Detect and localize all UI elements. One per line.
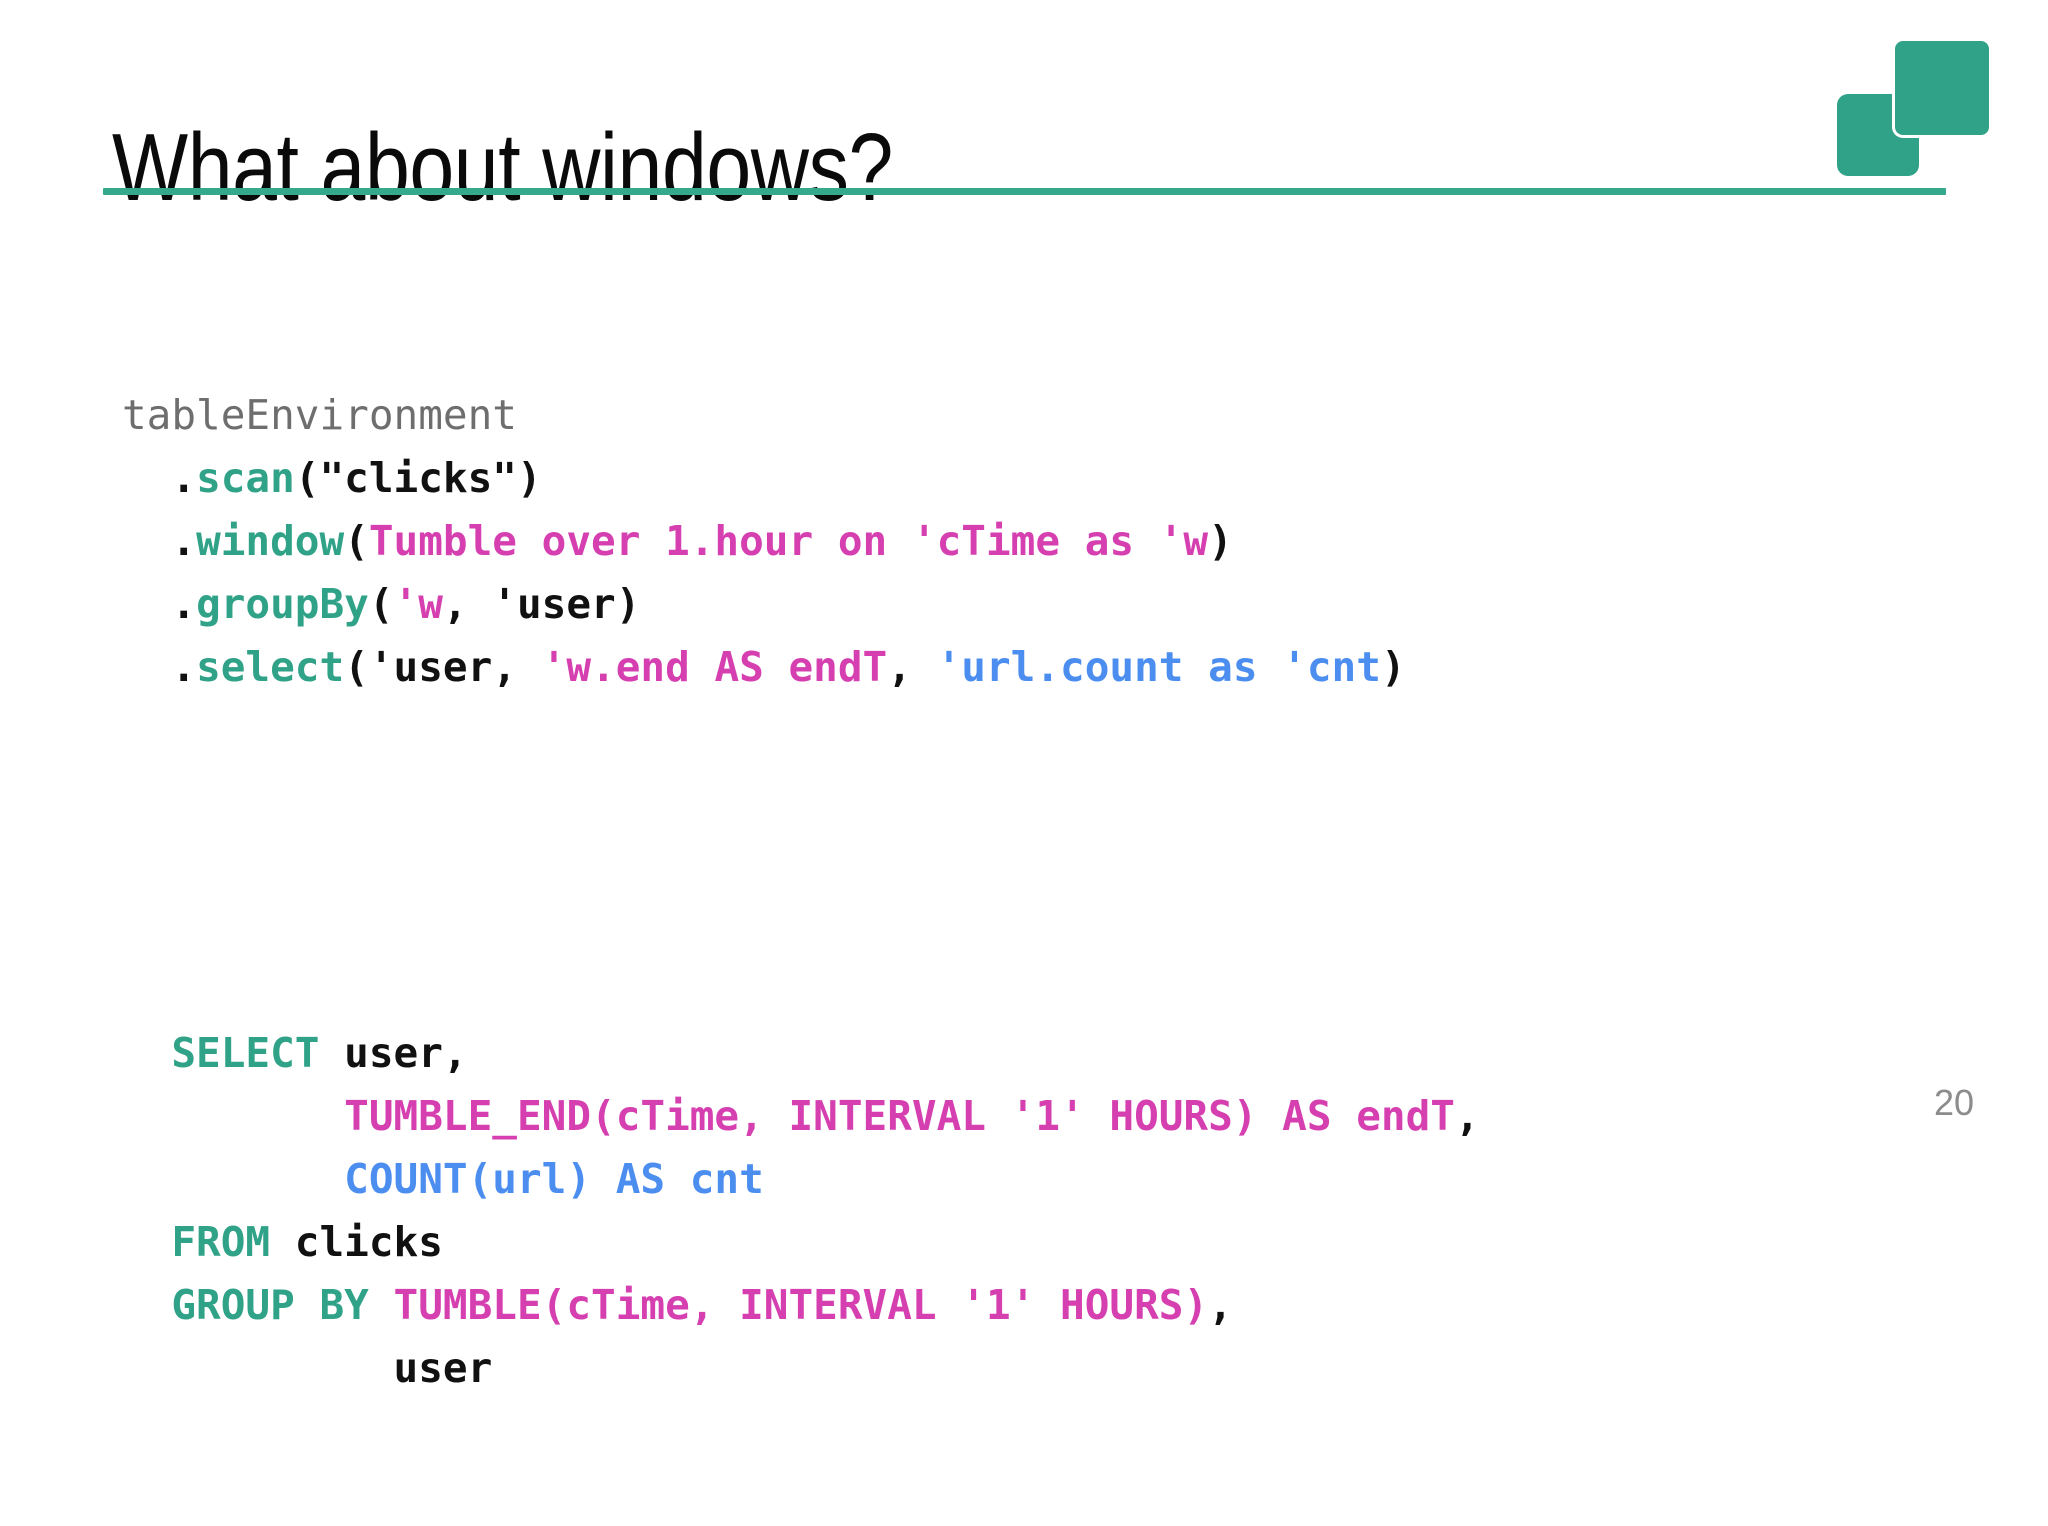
code-token: , [887, 643, 937, 691]
code-token: groupBy [196, 580, 369, 628]
code-token: COUNT(url) AS cnt [344, 1155, 764, 1203]
code-token: . [122, 643, 197, 691]
brand-logo [1837, 38, 1992, 176]
code-block: tableEnvironment .scan("clicks") .window… [122, 258, 1942, 1526]
code-token: . [122, 517, 197, 565]
code-line: .scan("clicks") [122, 447, 1942, 510]
code-token: ( [344, 517, 369, 565]
code-token: TUMBLE(cTime, INTERVAL '1' HOURS) [393, 1281, 1209, 1329]
code-token: . [122, 454, 197, 502]
code-line: .window(Tumble over 1.hour on 'cTime as … [122, 510, 1942, 573]
code-line: user [122, 1337, 1942, 1400]
code-token: user, [319, 1029, 468, 1077]
table-api-code-snippet: tableEnvironment .scan("clicks") .window… [122, 384, 1942, 699]
code-line: TUMBLE_END(cTime, INTERVAL '1' HOURS) AS… [122, 1085, 1942, 1148]
code-line: COUNT(url) AS cnt [122, 1148, 1942, 1211]
code-token: ) [1380, 643, 1406, 691]
title-underline-rule [103, 188, 1946, 195]
code-spacer [122, 825, 1942, 888]
code-line: tableEnvironment [122, 384, 1942, 447]
code-token: GROUP BY [171, 1281, 394, 1329]
code-token: TUMBLE_END(cTime, INTERVAL '1' HOURS) AS… [344, 1092, 1455, 1140]
code-line: GROUP BY TUMBLE(cTime, INTERVAL '1' HOUR… [122, 1274, 1942, 1337]
code-token: ) [1208, 517, 1233, 565]
code-token: 'url.count as 'cnt [936, 643, 1381, 691]
code-token: . [122, 580, 197, 628]
code-token: FROM [171, 1218, 271, 1266]
code-token: , [1208, 1281, 1233, 1329]
code-line: .groupBy('w, 'user) [122, 573, 1942, 636]
code-token: SELECT [171, 1029, 320, 1077]
code-token: Tumble over 1.hour on 'cTime as 'w [368, 517, 1209, 565]
code-token [122, 1092, 344, 1140]
code-token: tableEnvironment [122, 391, 517, 439]
code-token: 'w [393, 580, 443, 628]
code-token: select [196, 643, 345, 691]
slide-page-number: 20 [1933, 1082, 1974, 1123]
code-token: 'w.end AS endT [541, 643, 888, 691]
code-token: user [122, 1344, 493, 1392]
code-token [122, 1029, 171, 1077]
code-token [122, 1155, 344, 1203]
code-token: scan [196, 454, 295, 502]
logo-front-square-icon [1892, 38, 1992, 138]
code-token: ( [368, 580, 394, 628]
sql-code-snippet: SELECT user, TUMBLE_END(cTime, INTERVAL … [122, 1022, 1942, 1400]
code-token: ("clicks") [294, 454, 542, 502]
code-token: clicks [270, 1218, 443, 1266]
code-line: SELECT user, [122, 1022, 1942, 1085]
page-title: What about windows? [112, 114, 893, 222]
code-token: , 'user) [442, 580, 641, 628]
code-line: .select('user, 'w.end AS endT, 'url.coun… [122, 636, 1942, 699]
code-token [122, 1218, 171, 1266]
code-token [122, 1281, 171, 1329]
code-line: FROM clicks [122, 1211, 1942, 1274]
code-token: window [196, 517, 345, 565]
code-token: , [1454, 1092, 1480, 1140]
code-token: ('user, [344, 643, 542, 691]
presentation-slide: What about windows? tableEnvironment .sc… [103, 38, 1992, 1392]
